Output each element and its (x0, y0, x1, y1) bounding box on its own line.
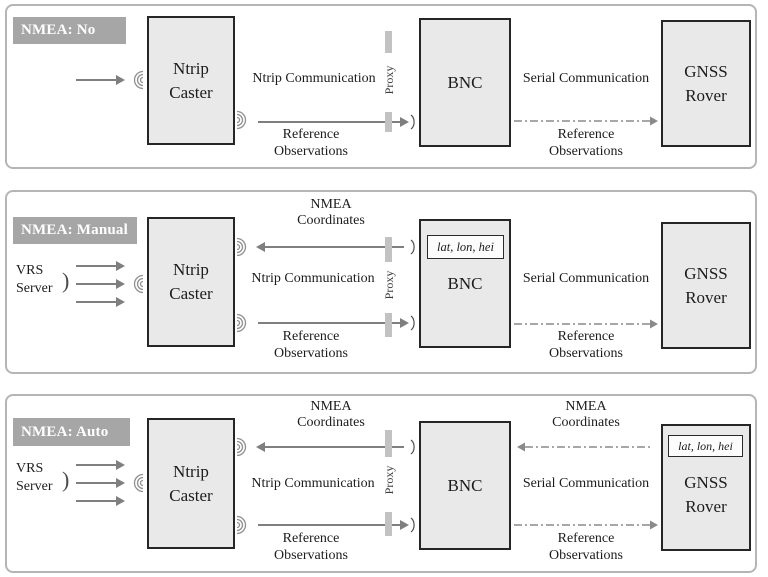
arrow-right-icon (76, 75, 125, 85)
vrs-arrows-icon (76, 261, 125, 307)
vrs-group-paren: ) (62, 467, 70, 492)
serial-communication-label: Serial Communication (522, 71, 650, 86)
bnc-box: BNC (419, 18, 511, 147)
vrs-server-label: VRS Server (16, 263, 53, 296)
serial-communication-label: Serial Communication (522, 271, 650, 286)
proxy-bar-bottom (385, 112, 392, 132)
coords-chip: lat, lon, hei (427, 235, 504, 259)
signal-waves-in-icon (133, 70, 144, 90)
signal-waves-out-icon (236, 437, 247, 457)
mode-label-no: NMEA: No (13, 17, 126, 44)
proxy-bar-bottom (385, 512, 392, 536)
bnc-title: BNC (447, 72, 483, 92)
serial-communication-label: Serial Communication (522, 476, 650, 491)
signal-waves-in-icon (133, 274, 144, 294)
gnss-rover-title: GNSS Rover (684, 472, 728, 516)
bnc-box: BNC (419, 421, 511, 550)
vrs-server-label: VRS Server (16, 461, 53, 494)
nmea-coordinates-label: NMEA Coordinates (297, 399, 365, 430)
gnss-rover-title: GNSS Rover (684, 61, 728, 105)
proxy-bar-bottom (385, 313, 392, 337)
mode-label-manual: NMEA: Manual (13, 217, 137, 244)
arrow-bnc-to-ntrip (256, 439, 415, 455)
signal-waves-in-icon (133, 473, 144, 493)
reference-observations-label: Reference Observations (274, 329, 348, 361)
dashdot-arrow-bnc-to-rover (514, 116, 658, 126)
coords-chip: lat, lon, hei (668, 435, 743, 457)
ntrip-caster-title: Ntrip Caster (169, 260, 213, 303)
reference-observations-label: Reference Observations (549, 329, 623, 361)
gnss-rover-title: GNSS Rover (684, 263, 728, 307)
ntrip-communication-label: Ntrip Communication (251, 271, 375, 286)
arrow-ntrip-to-bnc (258, 114, 415, 130)
ntrip-caster-box: Ntrip Caster (147, 16, 235, 145)
proxy-label: Proxy (382, 270, 396, 300)
proxy-bar-top (385, 430, 392, 457)
arrow-ntrip-to-bnc (258, 517, 415, 533)
nmea-coordinates-label: NMEA Coordinates (297, 197, 365, 228)
proxy-bar-top (385, 237, 392, 262)
ntrip-caster-title: Ntrip Caster (169, 461, 213, 505)
proxy-label: Proxy (382, 65, 396, 95)
arrow-bnc-to-ntrip (256, 239, 415, 255)
ntrip-caster-box: Ntrip Caster (147, 418, 235, 549)
gnss-rover-box: GNSS Rover (661, 222, 751, 349)
panel-nmea-no (5, 4, 757, 169)
gnss-rover-box: GNSS Rover (661, 20, 751, 147)
signal-waves-out-icon (236, 515, 247, 535)
vrs-group-paren: ) (62, 268, 70, 293)
vrs-arrows-icon (76, 460, 125, 506)
panel-nmea-auto (5, 394, 757, 573)
nmea-coordinates-label: NMEA Coordinates (552, 399, 620, 430)
ntrip-communication-label: Ntrip Communication (251, 476, 375, 491)
panel-nmea-manual (5, 190, 757, 374)
proxy-bar-top (385, 31, 392, 53)
dashdot-arrow-rover-to-bnc (517, 442, 653, 452)
reference-observations-label: Reference Observations (274, 127, 348, 159)
signal-waves-out-icon (236, 110, 247, 130)
ntrip-caster-box: Ntrip Caster (147, 217, 235, 347)
mode-label-auto: NMEA: Auto (13, 418, 130, 446)
signal-waves-out-icon (236, 237, 247, 257)
reference-observations-label: Reference Observations (549, 127, 623, 159)
dashdot-arrow-bnc-to-rover (514, 520, 658, 530)
proxy-label: Proxy (382, 465, 396, 495)
reference-observations-label: Reference Observations (274, 531, 348, 563)
arrow-ntrip-to-bnc (258, 315, 415, 331)
signal-waves-out-icon (236, 313, 247, 333)
ntrip-caster-title: Ntrip Caster (169, 58, 213, 102)
bnc-title: BNC (447, 475, 483, 495)
bnc-title: BNC (447, 273, 483, 293)
dashdot-arrow-bnc-to-rover (514, 319, 658, 329)
ntrip-communication-label: Ntrip Communication (252, 71, 376, 86)
reference-observations-label: Reference Observations (549, 531, 623, 563)
